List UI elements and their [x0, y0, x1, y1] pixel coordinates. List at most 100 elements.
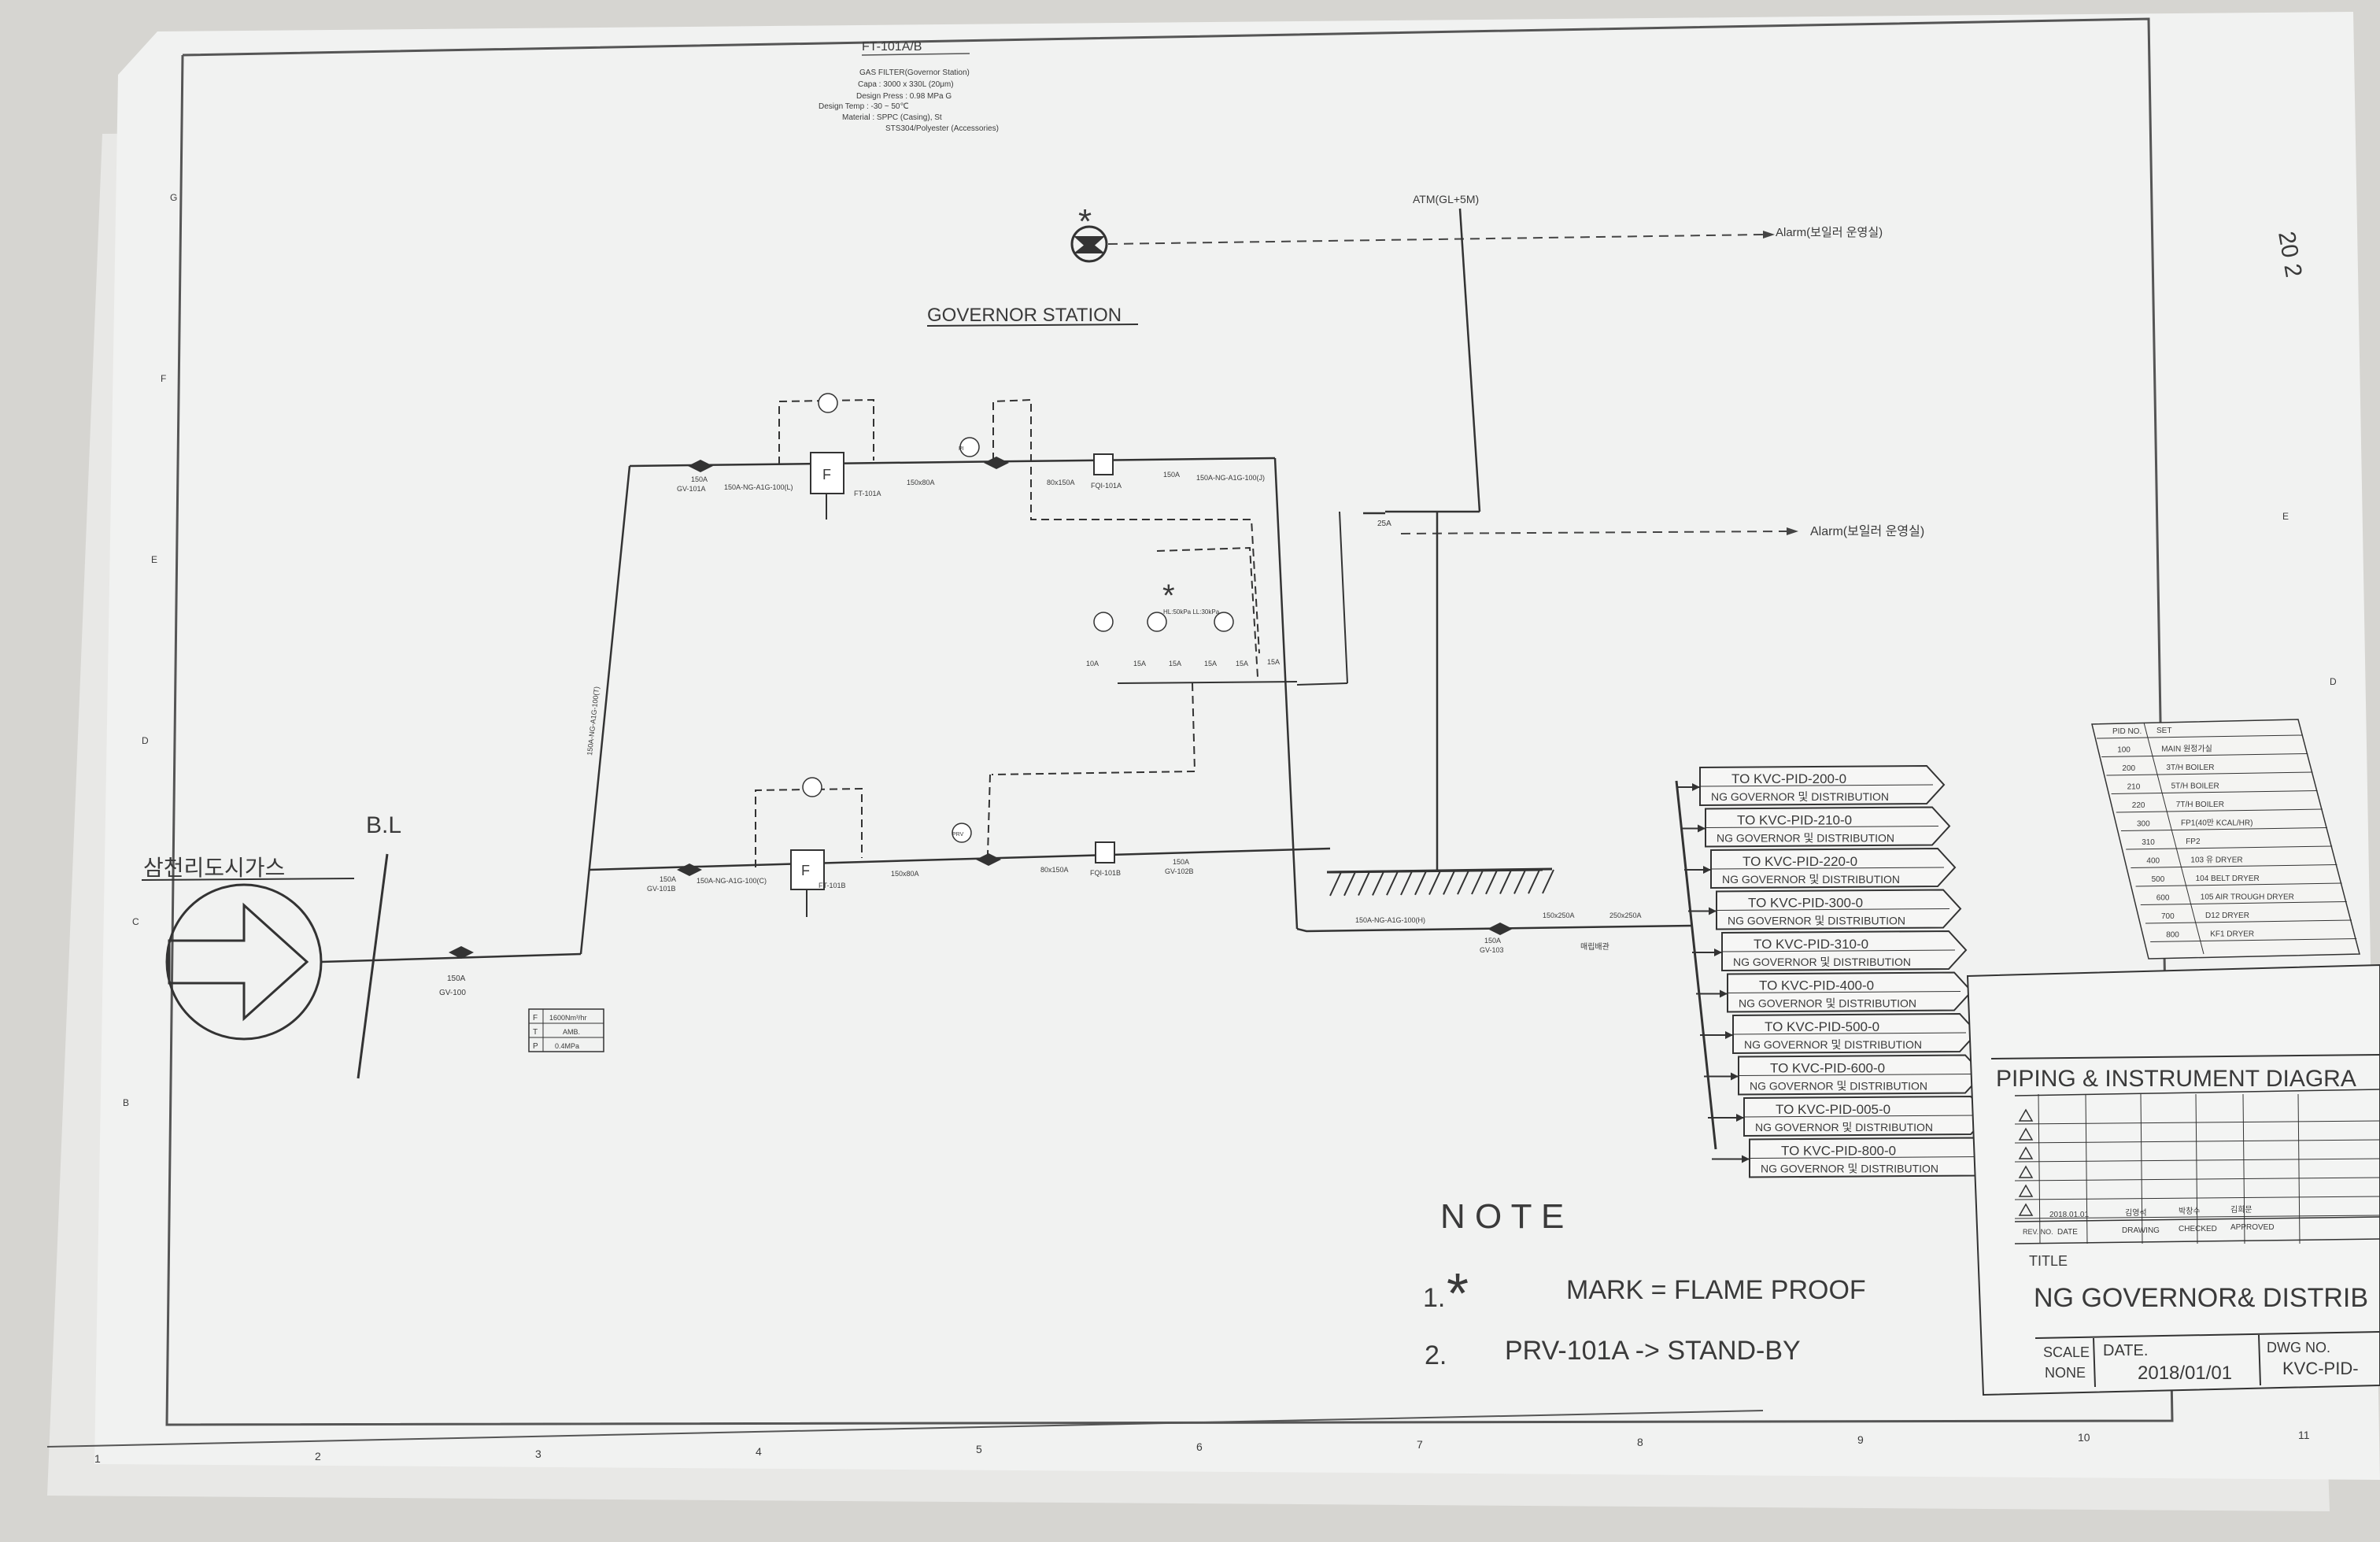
distribution-item: TO KVC-PID-005-0NG GOVERNOR 및 DISTRIBUTI…: [1708, 1095, 1990, 1137]
distribution-target: TO KVC-PID-500-0: [1765, 1019, 1879, 1034]
condition-value: 0.4MPa: [555, 1042, 579, 1050]
distribution-item: TO KVC-PID-300-0NG GOVERNOR 및 DISTRIBUTI…: [1688, 889, 1962, 930]
distribution-item: TO KVC-PID-600-0NG GOVERNOR 및 DISTRIBUTI…: [1704, 1054, 1984, 1096]
vent-size: 25A: [1377, 520, 1391, 528]
pid-no-cell: 300: [2137, 820, 2150, 829]
pid-set-cell: 105 AIR TROUGH DRYER: [2201, 893, 2294, 902]
flame-proof-asterisk-icon: *: [1078, 202, 1092, 241]
valve-size: 150A: [1173, 858, 1189, 866]
ruler-row-label: E: [151, 554, 157, 565]
distribution-list: TO KVC-PID-200-0NG GOVERNOR 및 DISTRIBUTI…: [1676, 764, 1995, 1178]
alarm-line-middle: Alarm(보일러 운영실): [1400, 524, 1924, 538]
filter-spec-line: Design Temp : -30 ~ 50℃: [819, 102, 909, 111]
filter-spec-line: STS304/Polyester (Accessories): [885, 124, 999, 133]
condition-value: 1600Nm³/hr: [549, 1014, 587, 1022]
filter-tag: FT-101B: [819, 882, 846, 889]
signature-approved: 김희문: [2230, 1205, 2252, 1215]
flow-meter-fqi101a: [1093, 453, 1114, 475]
distribution-description: NG GOVERNOR 및 DISTRIBUTION: [1761, 1163, 1938, 1175]
note-heading: N O T E: [1440, 1197, 1564, 1236]
note-number: 1.: [1423, 1283, 1445, 1313]
flame-proof-asterisk-icon: *: [1162, 579, 1175, 613]
filter-tag: FT-101A: [854, 490, 881, 497]
distribution-target: TO KVC-PID-800-0: [1781, 1144, 1896, 1159]
date-value: 2018/01/01: [2138, 1363, 2232, 1384]
pid-set-cell: D12 DRYER: [2205, 912, 2249, 920]
distribution-description: NG GOVERNOR 및 DISTRIBUTION: [1711, 790, 1889, 803]
condition-key: F: [533, 1014, 538, 1022]
outlet-header: 150A-NG-A1G-100(H) 150A GV-103 150x250A …: [1296, 512, 1717, 1150]
distribution-item: TO KVC-PID-200-0NG GOVERNOR 및 DISTRIBUTI…: [1676, 764, 1946, 807]
title-block: PIPING & INSTRUMENT DIAGRA 2018.01.01 김영…: [1966, 963, 2380, 1396]
pid-set-cell: 7T/H BOILER: [2176, 801, 2224, 809]
valve-size: 150A: [660, 875, 676, 883]
filter-spec-tag: FT-101A/B: [862, 40, 922, 54]
distribution-description: NG GOVERNOR 및 DISTRIBUTION: [1755, 1121, 1933, 1133]
upper-governor-train: 150A GV-101A 150A-NG-A1G-100(L) F FT-101…: [677, 393, 1348, 930]
ruler-column-label: 3: [535, 1448, 541, 1460]
reducer-size: 250x250A: [1609, 912, 1642, 919]
supplier-name: 삼천리도시가스: [143, 856, 285, 880]
pid-no-cell: PID NO.: [2112, 727, 2142, 736]
reducer-size: 150x80A: [891, 870, 919, 878]
pid-set-cell: 103 유 DRYER: [2190, 856, 2242, 865]
valve-size: 150A: [1163, 471, 1180, 479]
ground-symbol: [1326, 867, 1554, 897]
note-section: N O T E 1. * MARK = FLAME PROOF 2. PRV-1…: [1423, 1197, 1866, 1370]
ruler-column-label: 2: [315, 1450, 321, 1462]
valve-tag: GV-103: [1480, 946, 1504, 954]
line-number: 150A-NG-A1G-100(J): [1196, 474, 1265, 482]
distribution-item: TO KVC-PID-310-0 NG GOVERNOR 및 DISTRIBUTI…: [1692, 930, 1968, 972]
condition-key: T: [533, 1028, 538, 1037]
distribution-description: NG GOVERNOR 및 DISTRIBUTION: [1717, 832, 1894, 845]
atm-vent-line: ATM(GL+5M) 25A: [1363, 193, 1481, 528]
reducer-size: 80x150A: [1047, 479, 1075, 486]
boundary-label: B.L: [366, 812, 401, 838]
instrument-rack: * HL:50kPa LL:30kPa 10A 15A 15A 15A 15A …: [1086, 546, 1298, 772]
filter-spec-block: FT-101A/B GAS FILTER(Governor Station) C…: [819, 40, 999, 133]
dwg-no-label: DWG NO.: [2267, 1340, 2330, 1355]
pid-no-cell: 210: [2127, 783, 2141, 792]
indicator-label: PRV: [952, 832, 964, 838]
pid-no-cell: 500: [2152, 875, 2165, 884]
pipe-size: 15A: [1169, 660, 1181, 667]
station-title: GOVERNOR STATION: [927, 305, 1122, 326]
revision-triangle-icon: [2018, 1184, 2034, 1197]
column-header: DATE: [2057, 1228, 2078, 1237]
filter-letter: F: [822, 467, 831, 483]
column-header: DRAWING: [2122, 1226, 2160, 1235]
date-label: DATE.: [2103, 1342, 2148, 1359]
distribution-target: TO KVC-PID-310-0: [1754, 937, 1868, 952]
revision-triangle-icon: [2018, 1165, 2034, 1178]
pid-set-cell: SET: [2156, 727, 2171, 735]
distribution-item: TO KVC-PID-400-0NG GOVERNOR 및 DISTRIBUTI…: [1696, 971, 1973, 1013]
valve-tag: GV-101B: [647, 885, 676, 893]
boundary-line: [357, 853, 389, 1079]
lower-governor-train: 150A GV-101B 150A-NG-A1G-100(C) F FT-101…: [647, 771, 1196, 917]
buried-pipe-label: 매립배관: [1580, 941, 1609, 952]
reducer-size: 80x150A: [1040, 866, 1069, 874]
distribution-description: NG GOVERNOR 및 DISTRIBUTION: [1733, 956, 1911, 968]
distribution-target: TO KVC-PID-300-0: [1748, 896, 1863, 911]
pid-set-cell: FP2: [2186, 838, 2201, 846]
reducer-size: 150x250A: [1543, 912, 1575, 919]
distribution-description: NG GOVERNOR 및 DISTRIBUTION: [1739, 997, 1916, 1010]
pipe-size: 15A: [1133, 660, 1146, 667]
flow-meter-fqi101b: [1095, 841, 1115, 863]
flame-proof-asterisk-icon: *: [1447, 1263, 1469, 1326]
ruler-column-label: 4: [756, 1445, 762, 1458]
pipe-size: 15A: [1204, 660, 1217, 667]
distribution-item: TO KVC-PID-500-0NG GOVERNOR 및 DISTRIBUTI…: [1700, 1012, 1979, 1055]
distribution-target: TO KVC-PID-220-0: [1743, 854, 1857, 869]
revision-date: 2018.01.01: [2049, 1211, 2089, 1219]
title-label: TITLE: [2029, 1253, 2068, 1269]
alarm-label-middle: Alarm(보일러 운영실): [1810, 524, 1924, 538]
filter-spec-line: Design Press : 0.98 MPa G: [856, 92, 952, 101]
ruler-column-label: 8: [1637, 1436, 1643, 1448]
ruler-row-label: G: [170, 192, 177, 203]
ruler-row-label: D: [142, 735, 149, 746]
pressure-indicator: [818, 393, 838, 413]
filter-letter: F: [801, 863, 810, 878]
